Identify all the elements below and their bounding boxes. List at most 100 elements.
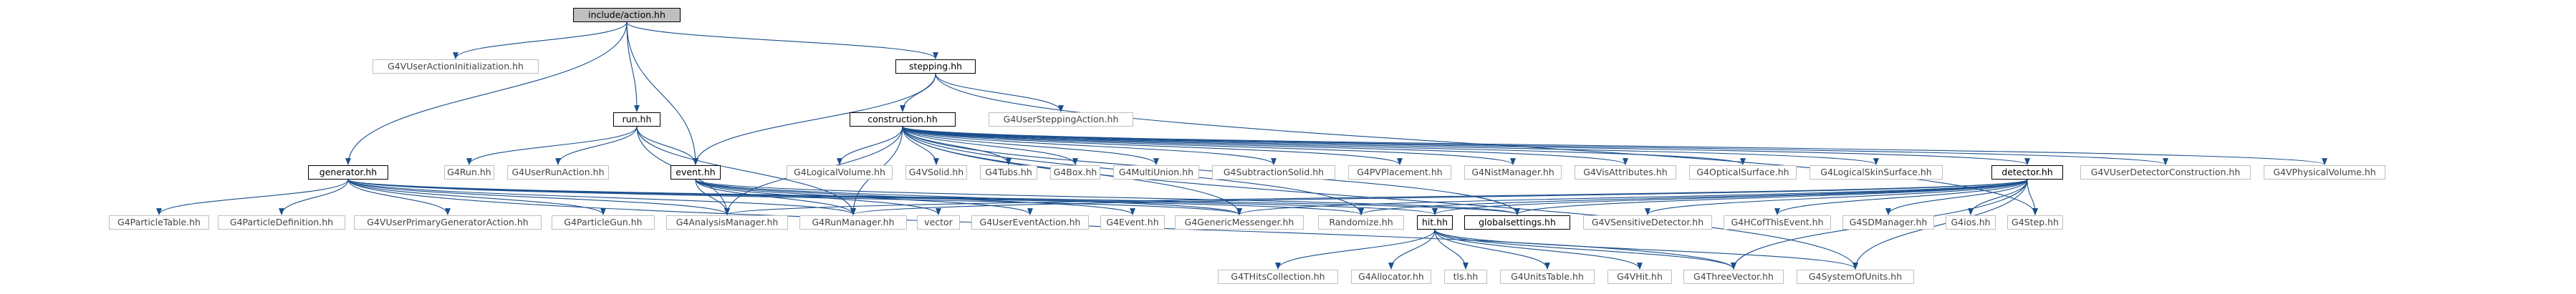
node-mu[interactable]: G4MultiUnion.hh — [1113, 165, 1199, 180]
edge-run-to-event — [636, 126, 698, 165]
edge-hit-to-alloc — [1388, 229, 1436, 270]
edge-action-to-event — [626, 21, 698, 165]
edge-generator-to-pgun — [347, 179, 606, 215]
edge-generator-to-gmess — [347, 179, 1242, 215]
node-ios[interactable]: G4ios.hh — [1946, 215, 1996, 230]
edge-detector-to-sdm — [1885, 179, 2028, 215]
edge-action-to-stepping — [626, 21, 938, 59]
edge-generator-to-ptable — [156, 179, 349, 215]
node-box[interactable]: G4Box.hh — [1050, 165, 1100, 180]
node-tls[interactable]: tls.hh — [1444, 270, 1487, 284]
node-vis[interactable]: G4VisAttributes.hh — [1575, 165, 1676, 180]
node-g4event[interactable]: G4Event.hh — [1100, 215, 1165, 230]
node-vsd[interactable]: G4VSensitiveDetector.hh — [1583, 215, 1712, 230]
edge-hit-to-tls — [1434, 229, 1469, 270]
node-step[interactable]: G4Step.hh — [2007, 215, 2063, 230]
node-hit[interactable]: hit.hh — [1417, 215, 1453, 230]
node-gs[interactable]: globalsettings.hh — [1464, 215, 1570, 230]
edge-hit-to-su — [1434, 229, 1858, 270]
node-rand[interactable]: Randomize.hh — [1318, 215, 1404, 230]
node-nist[interactable]: G4NistManager.hh — [1464, 165, 1562, 180]
node-vhit[interactable]: G4VHit.hh — [1607, 270, 1672, 284]
edge-event-to-vector — [695, 179, 941, 215]
node-udc[interactable]: G4VUserDetectorConstruction.hh — [2080, 165, 2251, 180]
edge-hit-to-thc — [1275, 229, 1436, 270]
node-construction[interactable]: construction.hh — [850, 112, 956, 127]
node-thc[interactable]: G4THitsCollection.hh — [1218, 270, 1338, 284]
edge-generator-to-anal — [347, 179, 730, 215]
node-runmgr[interactable]: G4RunManager.hh — [799, 215, 907, 230]
edge-construction-to-opt — [902, 126, 1746, 165]
edge-action-to-generator — [345, 21, 628, 165]
edge-construction-to-sub — [902, 126, 1277, 165]
node-pgun[interactable]: G4ParticleGun.hh — [552, 215, 655, 230]
edge-detector-to-vsd — [1645, 179, 2028, 215]
node-vector[interactable]: vector — [917, 215, 960, 230]
node-tubs[interactable]: G4Tubs.hh — [980, 165, 1037, 180]
node-uea[interactable]: G4UserEventAction.hh — [971, 215, 1089, 230]
edge-construction-to-detector — [902, 126, 2030, 165]
edge-run-to-g4run — [466, 126, 638, 165]
edge-construction-to-vpv — [902, 126, 2327, 165]
node-opt[interactable]: G4OpticalSurface.hh — [1689, 165, 1797, 180]
node-lss[interactable]: G4LogicalSkinSurface.hh — [1810, 165, 1943, 180]
node-upga[interactable]: G4VUserPrimaryGeneratorAction.hh — [354, 215, 542, 230]
edge-run-to-ura — [555, 126, 638, 165]
node-lv[interactable]: G4LogicalVolume.hh — [787, 165, 893, 180]
node-usa[interactable]: G4UserSteppingAction.hh — [989, 112, 1133, 127]
edge-construction-to-mu — [902, 126, 1159, 165]
edge-construction-to-lv — [837, 126, 903, 165]
edge-generator-to-hit — [347, 179, 1438, 215]
edge-generator-to-pdef — [279, 179, 349, 215]
node-uai[interactable]: G4VUserActionInitialization.hh — [373, 59, 539, 74]
edge-generator-to-upga — [347, 179, 451, 215]
edge-detector-to-runmgr — [850, 179, 2028, 215]
edge-hit-to-vhit — [1434, 229, 1643, 270]
node-tv[interactable]: G4ThreeVector.hh — [1683, 270, 1784, 284]
edge-construction-to-pvp — [902, 126, 1403, 165]
node-pvp[interactable]: G4PVPlacement.hh — [1348, 165, 1451, 180]
edge-generator-to-runmgr — [347, 179, 856, 215]
node-anal[interactable]: G4AnalysisManager.hh — [666, 215, 788, 230]
edge-construction-to-udc — [902, 126, 2168, 165]
node-g4run[interactable]: G4Run.hh — [444, 165, 494, 180]
node-vsolid[interactable]: G4VSolid.hh — [905, 165, 967, 180]
node-sdm[interactable]: G4SDManager.hh — [1842, 215, 1934, 230]
node-alloc[interactable]: G4Allocator.hh — [1351, 270, 1431, 284]
node-ut[interactable]: G4UnitsTable.hh — [1500, 270, 1595, 284]
edge-construction-to-lss — [902, 126, 1879, 165]
edge-construction-to-box — [902, 126, 1078, 165]
edge-detector-to-gs — [1514, 179, 2028, 215]
node-sub[interactable]: G4SubtractionSolid.hh — [1212, 165, 1335, 180]
node-stepping[interactable]: stepping.hh — [895, 59, 976, 74]
node-run[interactable]: run.hh — [613, 112, 660, 127]
edge-hit-to-ut — [1434, 229, 1550, 270]
node-gmess[interactable]: G4GenericMessenger.hh — [1175, 215, 1304, 230]
node-pdef[interactable]: G4ParticleDefinition.hh — [218, 215, 345, 230]
edge-detector-to-rand — [1358, 179, 2028, 215]
node-detector[interactable]: detector.hh — [1991, 165, 2063, 180]
edge-event-to-gmess — [695, 179, 1242, 215]
edge-stepping-to-usa — [935, 73, 1064, 112]
edge-detector-to-gmess — [1236, 179, 2028, 215]
node-hcofte[interactable]: G4HCofThisEvent.hh — [1724, 215, 1831, 230]
edge-construction-to-nist — [902, 126, 1516, 165]
edge-detector-to-ios — [1968, 179, 2028, 215]
edge-action-to-uai — [453, 21, 628, 59]
node-ura[interactable]: G4UserRunAction.hh — [507, 165, 609, 180]
node-event[interactable]: event.hh — [671, 165, 721, 180]
edge-stepping-to-event — [693, 73, 936, 165]
node-ptable[interactable]: G4ParticleTable.hh — [109, 215, 209, 230]
edge-detector-to-hit — [1432, 179, 2028, 215]
edge-hit-to-tv — [1434, 229, 1736, 270]
node-vpv[interactable]: G4VPhysicalVolume.hh — [2264, 165, 2385, 180]
edge-construction-to-vis — [902, 126, 1628, 165]
node-su[interactable]: G4SystemOfUnits.hh — [1797, 270, 1914, 284]
edge-detector-to-hcofte — [1774, 179, 2028, 215]
node-generator[interactable]: generator.hh — [308, 165, 388, 180]
edge-action-to-run — [626, 21, 640, 112]
edge-detector-to-su — [1852, 179, 2028, 270]
edge-construction-to-gs — [902, 126, 1520, 215]
edge-construction-to-vsolid — [902, 126, 939, 165]
